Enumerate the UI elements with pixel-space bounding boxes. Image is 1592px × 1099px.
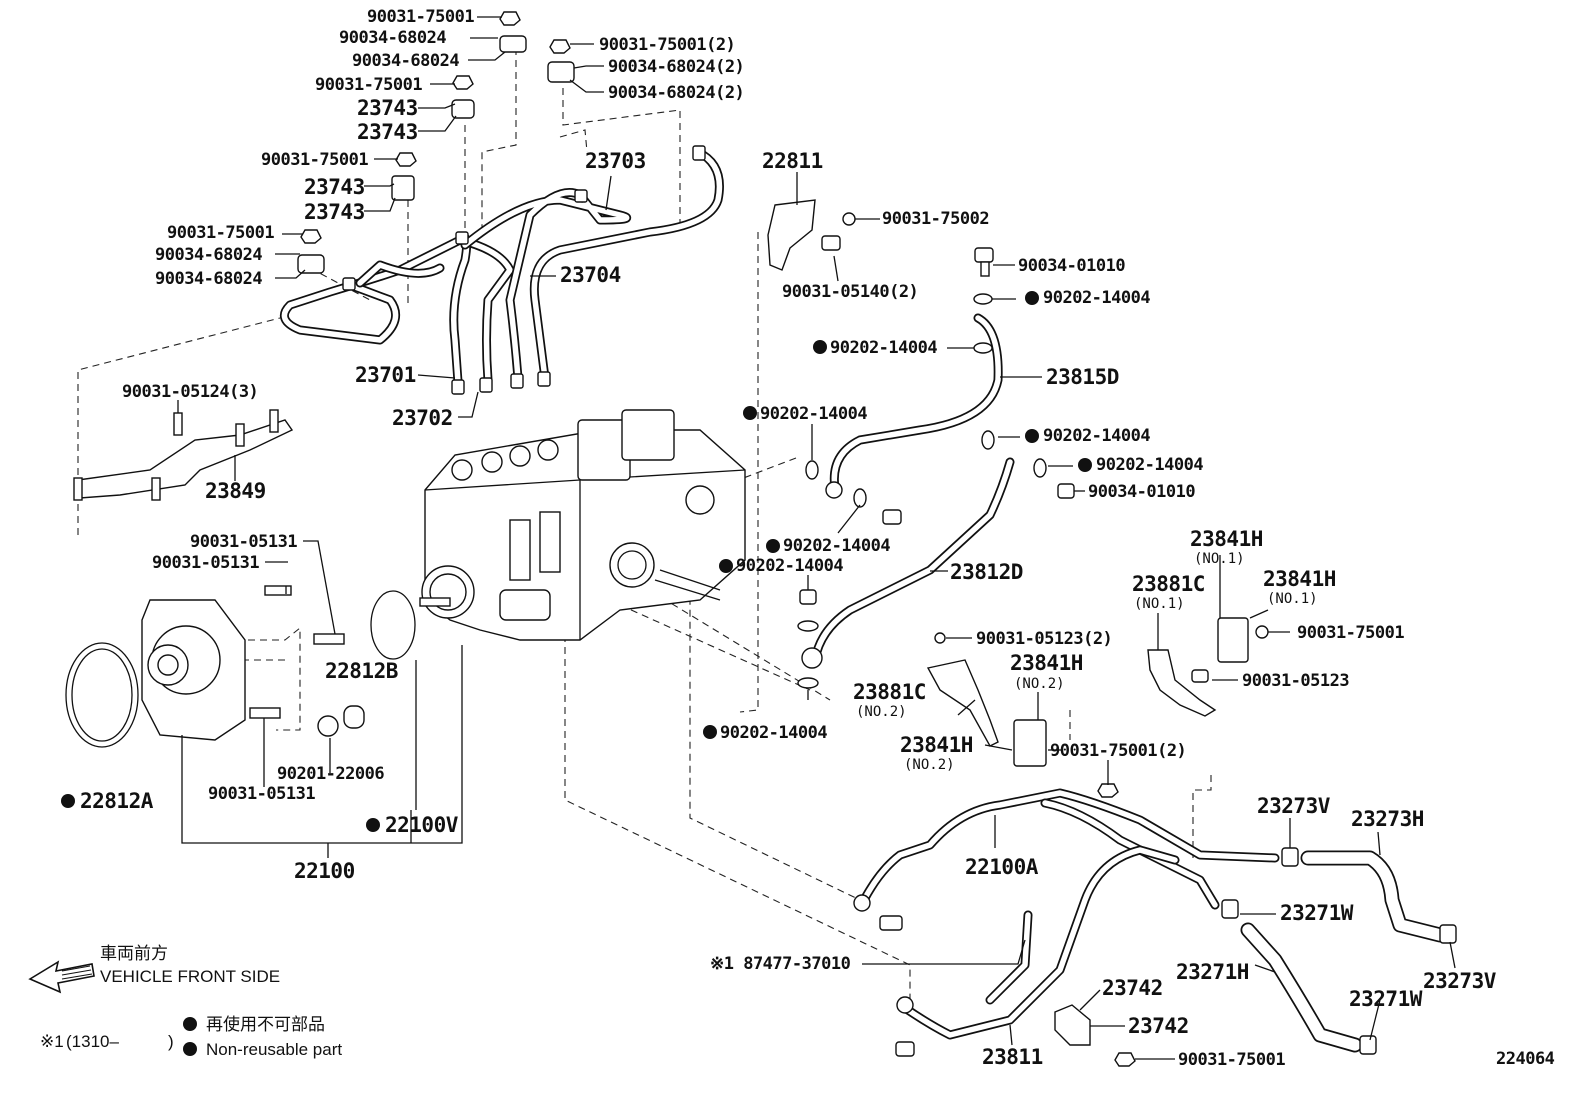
label-23743: 23743 [357,96,418,120]
label-23849: 23849 [205,479,266,503]
label-90031-05131: 90031-05131 [152,553,259,573]
label-90201-22006: 90201-22006 [277,764,384,784]
label-90031-75001-2: 90031-75001(2) [599,35,735,55]
label-23704: 23704 [560,263,621,287]
label-90202-14004: 90202-14004 [1096,455,1203,475]
label-no2: (NO.2) [904,757,955,773]
legend-footnote-close: ) [168,1032,174,1051]
label-90031-05131: 90031-05131 [190,532,297,552]
label-23841h-no1: 23841H [1190,527,1263,551]
label-90202-14004: 90202-14004 [783,536,890,556]
label-90031-05131: 90031-05131 [208,784,315,804]
label-90031-75001: 90031-75001 [367,7,474,27]
legend-nonreusable-en: Non-reusable part [206,1040,342,1059]
label-23703: 23703 [585,149,646,173]
label-90202-14004: 90202-14004 [760,404,867,424]
legend: 車両前方 VEHICLE FRONT SIDE 再使用不可部品 Non-reus… [40,944,342,1059]
label-90031-75001-2: 90031-75001(2) [1050,741,1186,761]
label-no2: (NO.2) [1014,676,1065,692]
label-90031-05123: 90031-05123 [1242,671,1349,691]
part-labels: 90031-75001 90034-68024 90034-68024 9003… [80,7,1555,1070]
label-23881c-no2: 23881C [853,680,926,704]
label-no2: (NO.2) [856,704,907,720]
label-90031-75001: 90031-75001 [315,75,422,95]
oil-pipes [797,247,1075,689]
gear-cover-drawing [65,585,416,748]
label-22812b: 22812B [325,659,398,683]
label-90031-75002: 90031-75002 [882,209,989,229]
label-23812d: 23812D [950,560,1023,584]
label-23702: 23702 [392,406,453,430]
legend-nonreusable-jp: 再使用不可部品 [206,1014,325,1034]
label-90034-68024: 90034-68024 [352,51,459,71]
bracket-23849-drawing [73,409,294,501]
label-no1: (NO.1) [1194,551,1245,567]
label-90034-01010: 90034-01010 [1018,256,1125,276]
label-90034-68024: 90034-68024 [155,269,262,289]
label-90034-68024-2: 90034-68024(2) [608,83,744,103]
label-90202-14004: 90202-14004 [736,556,843,576]
label-90202-14004: 90202-14004 [1043,288,1150,308]
legend-direction-en: VEHICLE FRONT SIDE [100,967,280,986]
label-23743: 23743 [304,175,365,199]
label-23841h-no1: 23841H [1263,567,1336,591]
label-22811: 22811 [762,149,823,173]
label-23271w: 23271W [1280,901,1354,925]
label-23271h: 23271H [1176,960,1249,984]
bracket-22811-drawing [767,199,856,271]
injection-pump-drawing [419,409,746,641]
label-90031-05124-3: 90031-05124(3) [122,382,258,402]
injection-pipes [279,145,724,395]
label-23841h-no2: 23841H [900,733,973,757]
label-90202-14004: 90202-14004 [830,338,937,358]
label-23815d: 23815D [1046,365,1119,389]
label-23811: 23811 [982,1045,1043,1069]
label-23881c-no1: 23881C [1132,572,1205,596]
label-no1: (NO.1) [1267,591,1318,607]
label-23743: 23743 [357,120,418,144]
label-22812a: 22812A [80,789,154,813]
label-22100v: 22100V [385,813,459,837]
label-23742: 23742 [1102,976,1163,1000]
label-22100a: 22100A [965,855,1039,879]
label-90031-05123-2: 90031-05123(2) [976,629,1112,649]
fuel-hoses [853,788,1457,1067]
label-90202-14004: 90202-14004 [720,723,827,743]
label-90031-05140-2: 90031-05140(2) [782,282,918,302]
label-90034-68024: 90034-68024 [155,245,262,265]
label-87477-37010: ※1 87477-37010 [710,954,851,974]
label-23273v: 23273V [1423,969,1497,993]
vehicle-front-arrow-icon [28,960,95,994]
label-90034-68024-2: 90034-68024(2) [608,57,744,77]
legend-footnote-mark: ※1 [40,1032,64,1051]
label-no1: (NO.1) [1134,596,1185,612]
label-22100: 22100 [294,859,355,883]
label-90031-75001: 90031-75001 [1178,1050,1285,1070]
label-90202-14004: 90202-14004 [1043,426,1150,446]
label-90031-75001: 90031-75001 [167,223,274,243]
label-90034-68024: 90034-68024 [339,28,446,48]
label-23841h-no2: 23841H [1010,651,1083,675]
non-reusable-marks [61,291,1092,1056]
label-23273h: 23273H [1351,807,1424,831]
diagram-number: 224064 [1496,1049,1555,1069]
label-23273v: 23273V [1257,794,1331,818]
leader-lines [177,16,1456,1060]
label-23743: 23743 [304,200,365,224]
label-23701: 23701 [355,363,416,387]
label-23271w: 23271W [1349,987,1423,1011]
legend-footnote-range: (1310– [66,1032,119,1051]
hose-brackets [926,617,1269,798]
label-23742: 23742 [1128,1014,1189,1038]
label-90031-75001: 90031-75001 [1297,623,1404,643]
pipe-clamps [297,11,575,274]
label-90034-01010: 90034-01010 [1088,482,1195,502]
label-90031-75001: 90031-75001 [261,150,368,170]
legend-direction-jp: 車両前方 [100,944,168,963]
